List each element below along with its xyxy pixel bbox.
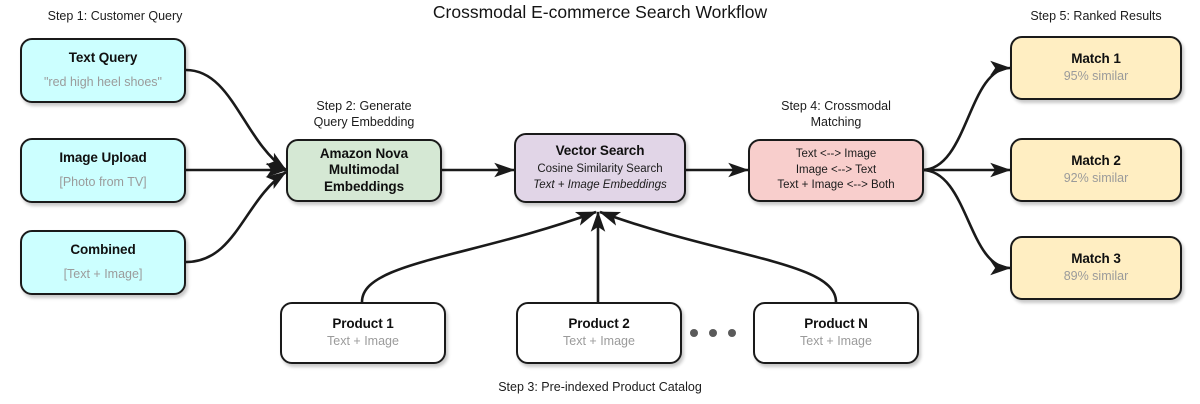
node-text-query[interactable]: Text Query "red high heel shoes" — [20, 38, 186, 103]
product-2-title: Product 2 — [568, 316, 630, 332]
node-image-upload-detail: [Photo from TV] — [59, 175, 147, 190]
edge-crossmodal-to-match-3 — [921, 168, 1012, 276]
embedding-line-2: Multimodal — [328, 162, 400, 178]
product-n-detail: Text + Image — [800, 333, 872, 348]
embedding-line-3: Embeddings — [323, 178, 404, 194]
match-2-detail: 92% similar — [1063, 170, 1129, 185]
node-product-1[interactable]: Product 1 Text + Image — [280, 302, 446, 364]
node-combined-title: Combined — [70, 241, 136, 257]
node-image-upload-title: Image Upload — [59, 149, 147, 165]
caption-step-2-line-2: Query Embedding — [313, 115, 415, 129]
ellipsis-dot-2 — [709, 329, 717, 337]
ellipsis-indicator — [690, 329, 736, 337]
page-title: Crossmodal E-commerce Search Workflow — [432, 2, 768, 22]
crossmodal-line-3: Text + Image <--> Both — [777, 179, 895, 192]
caption-step-4-line-1: Step 4: Crossmodal — [781, 99, 891, 113]
match-3-title: Match 3 — [1071, 251, 1121, 267]
node-combined-detail: [Text + Image] — [63, 267, 143, 282]
caption-step-5: Step 5: Ranked Results — [1030, 9, 1162, 23]
caption-step-3: Step 3: Pre-indexed Product Catalog — [498, 380, 702, 394]
caption-step-2: Step 2: Generate Query Embedding — [286, 98, 442, 130]
caption-step-4: Step 4: Crossmodal Matching — [748, 98, 924, 130]
edge-combined-to-embedding — [185, 170, 287, 264]
node-product-2[interactable]: Product 2 Text + Image — [516, 302, 682, 364]
crossmodal-line-2: Image <--> Text — [795, 163, 877, 176]
ellipsis-dot-1 — [690, 329, 698, 337]
vector-search-line-2: Cosine Similarity Search — [537, 163, 663, 176]
node-product-n[interactable]: Product N Text + Image — [753, 302, 919, 364]
edge-text-query-to-embedding — [185, 68, 287, 172]
crossmodal-line-1: Text <--> Image — [795, 148, 877, 161]
node-match-2[interactable]: Match 2 92% similar — [1010, 138, 1182, 202]
caption-step-2-line-1: Step 2: Generate — [316, 99, 412, 113]
node-crossmodal-matching[interactable]: Text <--> Image Image <--> Text Text + I… — [748, 139, 924, 202]
match-3-detail: 89% similar — [1063, 268, 1129, 283]
product-1-title: Product 1 — [332, 316, 394, 332]
embedding-line-1: Amazon Nova — [319, 145, 409, 161]
node-text-query-detail: "red high heel shoes" — [44, 75, 162, 90]
product-2-detail: Text + Image — [563, 333, 635, 348]
edge-crossmodal-to-match-1 — [921, 60, 1012, 172]
node-match-3[interactable]: Match 3 89% similar — [1010, 236, 1182, 300]
match-1-title: Match 1 — [1071, 51, 1121, 67]
vector-search-title: Vector Search — [555, 142, 645, 158]
node-match-1[interactable]: Match 1 95% similar — [1010, 36, 1182, 100]
edge-product-n-to-vector-search — [599, 210, 838, 303]
node-text-query-title: Text Query — [68, 49, 138, 65]
node-combined[interactable]: Combined [Text + Image] — [20, 230, 186, 295]
match-1-detail: 95% similar — [1063, 68, 1129, 83]
node-amazon-nova-embeddings[interactable]: Amazon Nova Multimodal Embeddings — [286, 139, 442, 202]
caption-step-1: Step 1: Customer Query — [47, 9, 183, 23]
product-1-detail: Text + Image — [327, 333, 399, 348]
edge-product-1-to-vector-search — [360, 210, 597, 303]
caption-step-4-line-2: Matching — [810, 115, 862, 129]
ellipsis-dot-3 — [728, 329, 736, 337]
node-vector-search[interactable]: Vector Search Cosine Similarity Search T… — [514, 133, 686, 203]
product-n-title: Product N — [804, 316, 868, 332]
match-2-title: Match 2 — [1071, 153, 1121, 169]
vector-search-line-3: Text + Image Embeddings — [533, 178, 667, 191]
node-image-upload[interactable]: Image Upload [Photo from TV] — [20, 138, 186, 203]
